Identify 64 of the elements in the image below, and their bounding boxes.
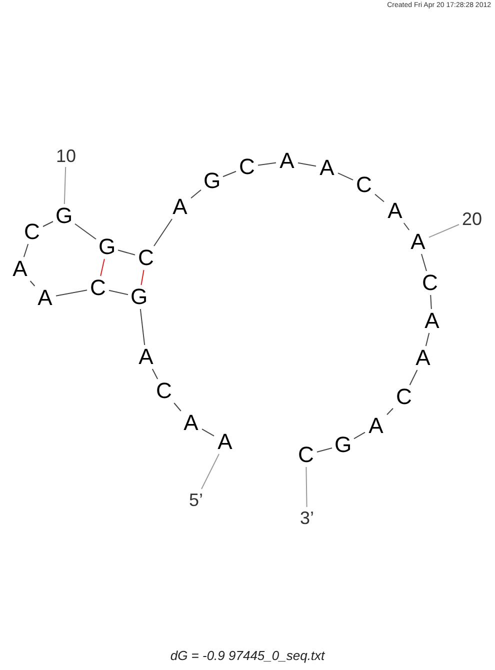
nucleotide-letter: G: [98, 236, 116, 258]
nucleotide-letter: G: [334, 434, 352, 456]
base-pair-line: [100, 258, 105, 276]
backbone-line: [140, 308, 146, 346]
nucleotide-letter: C: [137, 247, 155, 269]
backbone-line: [222, 170, 236, 178]
nucleotide-letter: G: [203, 170, 221, 192]
backbone-line: [190, 189, 202, 199]
backbone-line: [23, 244, 29, 258]
position-label: 20: [461, 209, 483, 229]
backbone-line: [152, 368, 158, 380]
nucleotide-letter: C: [297, 444, 315, 466]
backbone-line: [354, 432, 366, 440]
backbone-line: [316, 448, 332, 452]
backbone-line: [74, 223, 96, 240]
backbone-line: [56, 290, 88, 296]
backbone-line: [108, 290, 128, 296]
nucleotide-letter: A: [409, 231, 427, 253]
nucleotide-letter: A: [36, 287, 54, 309]
nucleotide-letter: A: [11, 258, 29, 280]
leader-line: [306, 466, 308, 508]
nucleotide-letter: A: [318, 157, 336, 179]
position-label: 3’: [296, 508, 318, 528]
nucleotide-letter: A: [171, 196, 189, 218]
backbone-line: [403, 222, 410, 230]
nucleotide-letter: C: [155, 380, 173, 402]
nucleotide-letter: C: [23, 221, 41, 243]
nucleotide-letter: C: [238, 156, 256, 178]
nucleotide-letter: A: [414, 347, 432, 369]
nucleotide-letter: C: [395, 386, 413, 408]
nucleotide-letter: A: [386, 200, 404, 222]
leader-line: [428, 224, 460, 238]
backbone-line: [409, 370, 418, 386]
leader-line: [201, 454, 220, 490]
backbone-line: [258, 162, 276, 166]
backbone-line: [174, 402, 182, 412]
backbone-line: [338, 172, 354, 180]
position-label: 10: [55, 146, 77, 166]
nucleotide-letter: A: [278, 150, 296, 172]
position-label: 5’: [185, 490, 207, 510]
backbone-line: [374, 194, 384, 202]
backbone-line: [30, 280, 36, 286]
base-pair-line: [140, 270, 144, 286]
nucleotide-letter: C: [421, 272, 439, 294]
backbone-line: [42, 221, 54, 227]
backbone-line: [430, 294, 432, 310]
backbone-line: [386, 408, 394, 416]
leader-line: [64, 166, 66, 204]
nucleotide-letter: C: [89, 277, 107, 299]
backbone-line: [118, 250, 136, 256]
backbone-line: [425, 332, 430, 346]
backbone-line: [421, 254, 427, 272]
nucleotide-letter: A: [216, 431, 234, 453]
nucleotide-letter: C: [355, 174, 373, 196]
nucleotide-letter: G: [55, 205, 73, 227]
caption-text: dG = -0.9 97445_0_seq.txt: [170, 648, 325, 663]
nucleotide-letter: G: [130, 286, 148, 308]
nucleotide-letter: A: [137, 346, 155, 368]
nucleotide-letter: A: [182, 412, 200, 434]
backbone-line: [298, 162, 316, 167]
nucleotide-letter: A: [367, 415, 385, 437]
backbone-line: [154, 218, 172, 246]
nucleotide-letter: A: [423, 310, 441, 332]
backbone-line: [202, 428, 214, 436]
